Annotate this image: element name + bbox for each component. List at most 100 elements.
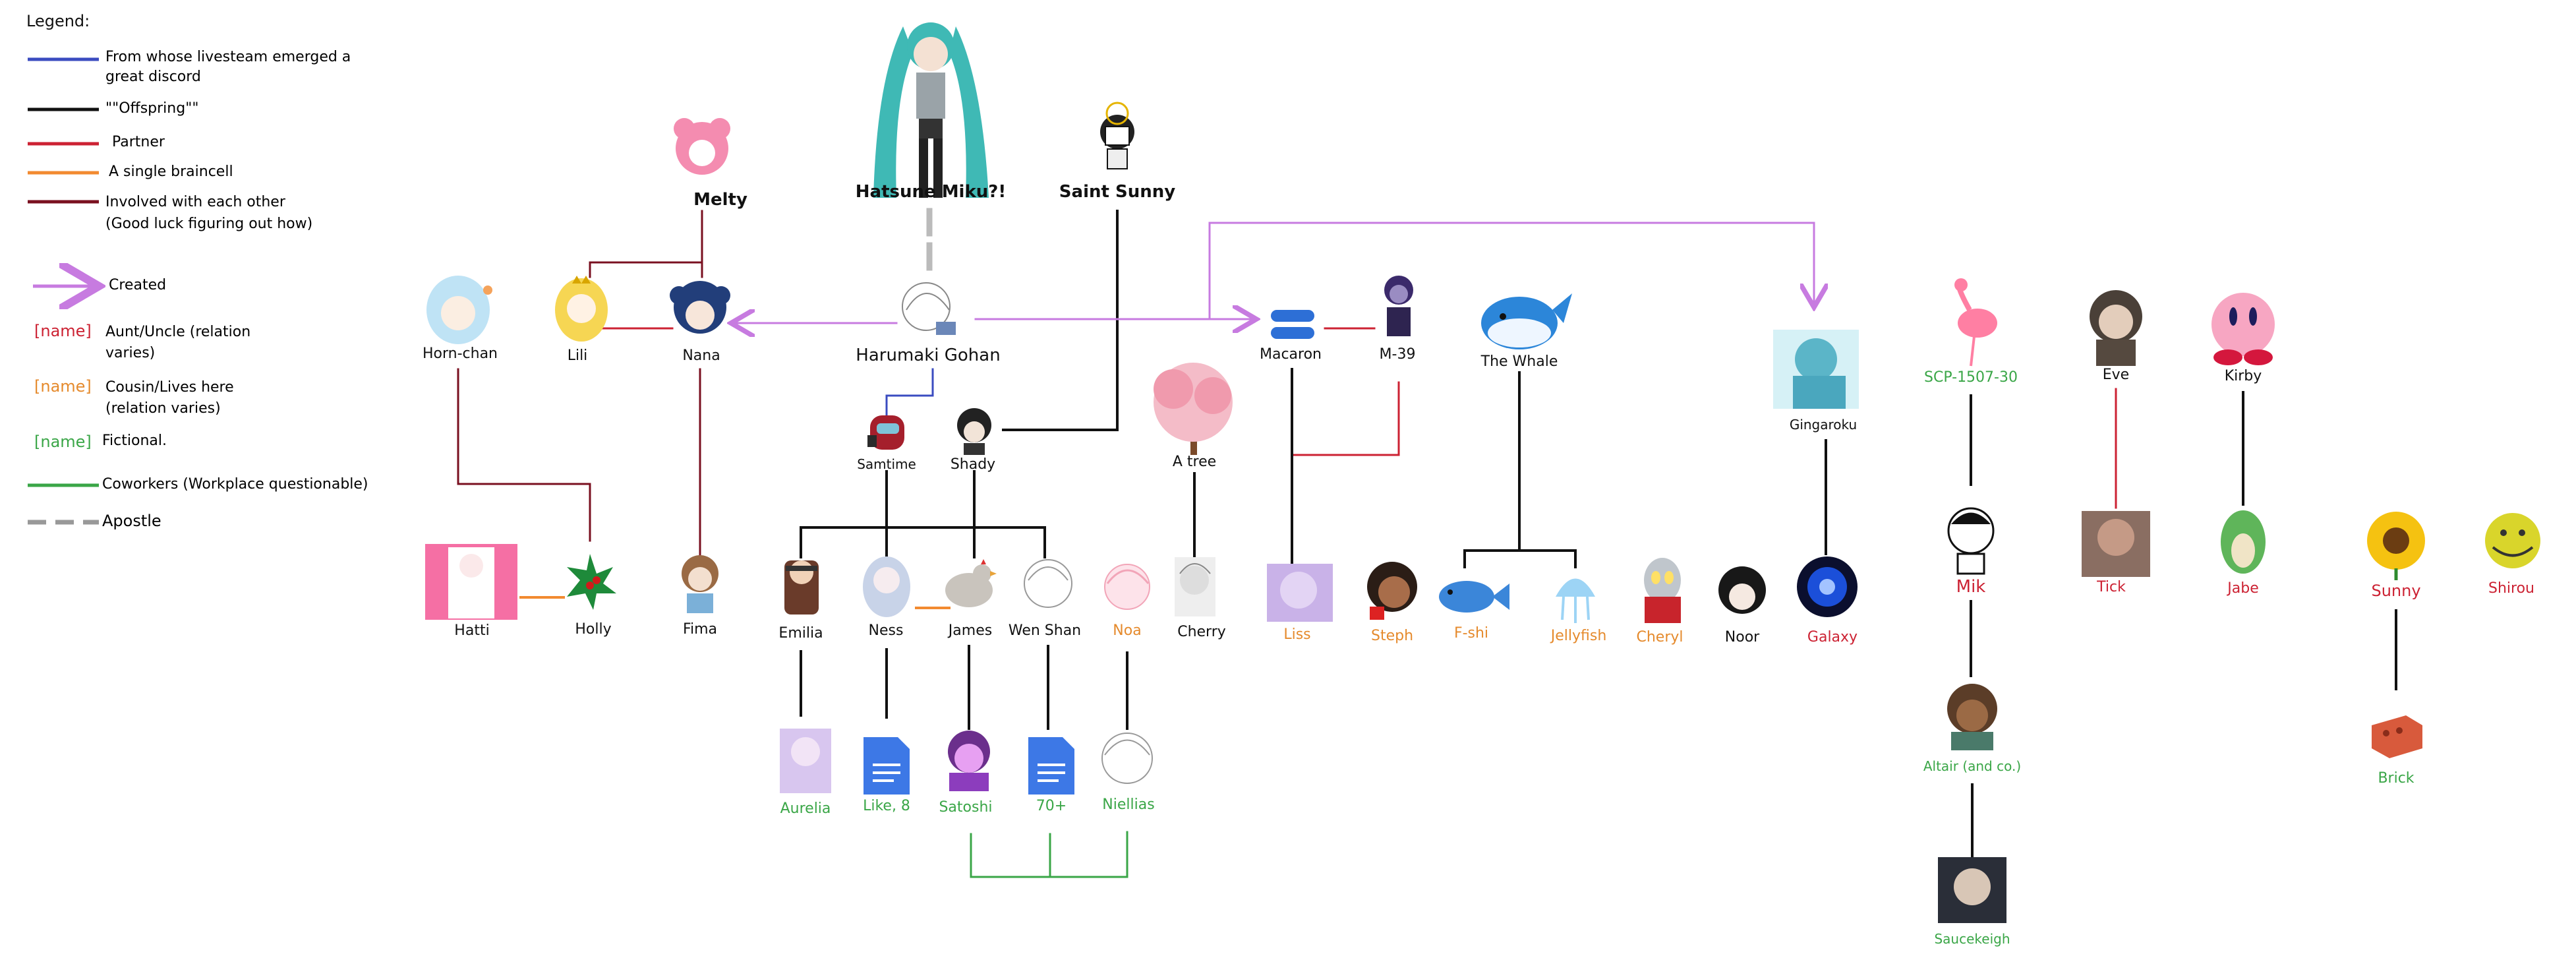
legend-item-maroon: Involved with each other (Good luck figu…	[105, 194, 313, 232]
legend-item-cousin: Cousin/Lives here (relation varies)	[105, 379, 234, 417]
horn-chan-avatar	[426, 276, 492, 344]
mik-avatar	[1947, 507, 1995, 575]
legend-title: Legend:	[26, 12, 90, 30]
aurelia-avatar	[780, 729, 831, 793]
lili-avatar	[555, 276, 608, 342]
label-horn-chan: Horn-chan	[422, 345, 498, 362]
label-melty: Melty	[693, 190, 747, 210]
seventy-doc-icon	[1028, 737, 1074, 795]
label-hatti: Hatti	[454, 622, 490, 639]
samtime-avatar	[867, 415, 904, 450]
label-whale: The Whale	[1480, 353, 1558, 370]
label-jellyfish: Jellyfish	[1550, 628, 1607, 644]
label-like8: Like, 8	[863, 798, 910, 814]
nana-avatar	[670, 281, 730, 334]
shady-avatar	[957, 408, 991, 455]
label-holly: Holly	[575, 621, 612, 638]
james-avatar	[945, 559, 997, 607]
connectors	[457, 208, 2397, 878]
legend-item-blue: From whose livesteam emerged a great dis…	[105, 49, 351, 85]
label-mik: Mik	[1956, 577, 1986, 597]
avatars	[425, 22, 2540, 923]
harumaki-avatar	[902, 282, 956, 335]
whale-avatar	[1481, 293, 1572, 349]
legend-item-created: Created	[109, 277, 167, 293]
label-satoshi: Satoshi	[939, 799, 993, 816]
label-galaxy: Galaxy	[1807, 629, 1858, 645]
label-nana: Nana	[682, 347, 720, 364]
label-harumaki: Harumaki Gohan	[856, 345, 1001, 365]
label-a-tree: A tree	[1172, 454, 1217, 470]
wen-shan-avatar	[1024, 559, 1072, 608]
niellias-avatar	[1101, 733, 1153, 784]
m39-avatar	[1384, 276, 1413, 336]
label-seventy: 70+	[1036, 798, 1067, 814]
label-eve: Eve	[2102, 367, 2130, 383]
label-kirby: Kirby	[2224, 368, 2262, 384]
legend-item-black: ""Offspring""	[105, 100, 199, 117]
legend-item-fictional: Fictional.	[102, 433, 167, 449]
label-shirou: Shirou	[2488, 580, 2534, 597]
legend-item-apostle: Apostle	[102, 512, 161, 530]
label-niellias: Niellias	[1102, 796, 1155, 813]
legend-item-cousin-prefix: [name]	[34, 377, 92, 396]
gingaroku-avatar	[1773, 330, 1859, 409]
hatsune-avatar	[873, 22, 989, 198]
a-tree-avatar	[1154, 363, 1233, 455]
label-altair: Altair (and co.)	[1923, 758, 2022, 774]
label-cheryl: Cheryl	[1636, 629, 1683, 645]
cheryl-avatar	[1644, 558, 1681, 623]
label-sunny: Sunny	[2371, 582, 2421, 600]
hatti-avatar	[425, 544, 517, 620]
label-saucekeigh: Saucekeigh	[1934, 931, 2010, 947]
noor-avatar	[1718, 566, 1766, 614]
fima-avatar	[682, 555, 718, 613]
label-shady: Shady	[950, 456, 996, 473]
steph-avatar	[1367, 562, 1417, 620]
satoshi-avatar	[948, 731, 990, 791]
legend-item-aunt-prefix: [name]	[34, 322, 92, 340]
holly-avatar	[567, 554, 616, 610]
macaron-avatar	[1271, 310, 1314, 339]
label-liss: Liss	[1283, 626, 1311, 643]
label-saint-sunny: Saint Sunny	[1059, 182, 1176, 202]
legend-item-coworkers: Coworkers (Workplace questionable)	[102, 476, 368, 493]
label-hatsune: Hatsune Miku?!	[855, 182, 1007, 202]
label-m39: M-39	[1379, 346, 1416, 363]
label-ness: Ness	[868, 622, 904, 639]
label-jabe: Jabe	[2227, 580, 2259, 597]
scp-avatar	[1954, 278, 1997, 367]
liss-avatar	[1267, 564, 1333, 622]
label-fima: Fima	[682, 621, 718, 638]
legend-item-fictional-prefix: [name]	[34, 433, 92, 451]
label-brick: Brick	[2378, 770, 2415, 787]
fshi-avatar	[1439, 581, 1509, 613]
brick-avatar	[2372, 715, 2422, 758]
label-emilia: Emilia	[778, 625, 823, 642]
tick-avatar	[2082, 511, 2150, 577]
ness-avatar	[863, 556, 910, 617]
legend-item-red: Partner	[112, 134, 165, 150]
label-macaron: Macaron	[1259, 346, 1322, 363]
cherry-avatar	[1175, 557, 1215, 616]
label-gingaroku: Gingaroku	[1789, 417, 1858, 433]
shirou-avatar	[2485, 513, 2540, 568]
legend-item-orange: A single braincell	[109, 164, 233, 180]
noa-avatar	[1104, 564, 1150, 610]
label-wen-shan: Wen Shan	[1008, 622, 1082, 639]
label-aurelia: Aurelia	[780, 800, 831, 817]
label-tick: Tick	[2097, 579, 2126, 595]
like8-doc-icon	[864, 737, 910, 795]
legend-item-aunt: Aunt/Uncle (relation varies)	[105, 324, 251, 361]
label-noa: Noa	[1113, 622, 1142, 639]
melty-avatar	[674, 118, 730, 175]
jellyfish-avatar	[1556, 578, 1595, 623]
label-lili: Lili	[567, 347, 588, 364]
saucekeigh-avatar	[1938, 857, 2006, 923]
emilia-avatar	[784, 560, 819, 615]
saint-sunny-avatar	[1100, 102, 1134, 169]
label-james: James	[948, 622, 993, 639]
label-cherry: Cherry	[1177, 624, 1226, 640]
jabe-avatar	[2221, 510, 2266, 574]
